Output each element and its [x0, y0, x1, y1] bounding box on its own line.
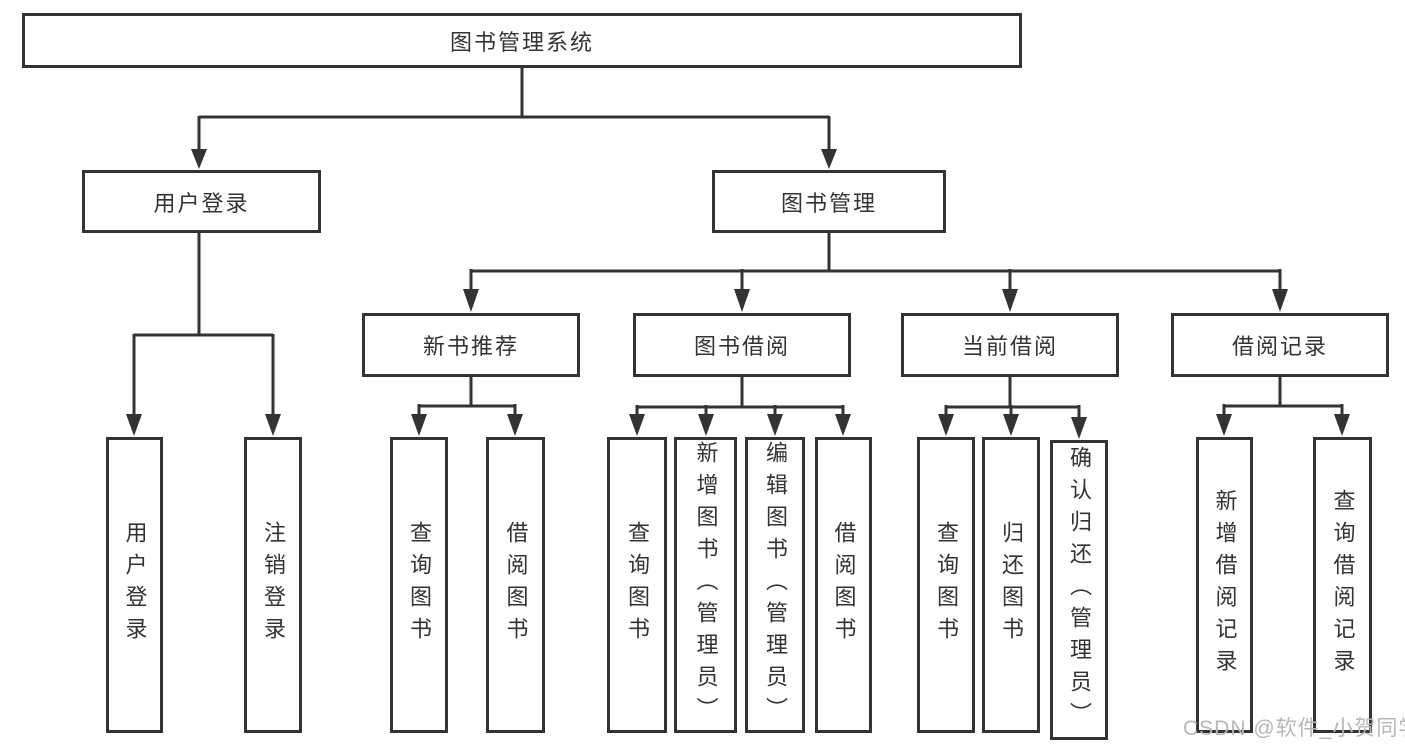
node-book-management: 图书管理: [712, 170, 946, 233]
node-new-book-recommend: 新书推荐: [362, 313, 580, 377]
node-user-login: 用户登录: [82, 170, 321, 233]
connector-borrowrecords-to-leaves: [1222, 377, 1344, 416]
node-bb-borrow-books-label: 借阅图书: [831, 521, 857, 649]
connector-bookmgmt-to-level3: [469, 233, 1282, 290]
connector-bookborrow-to-leaves: [635, 377, 845, 416]
node-user-login-label: 用户登录: [153, 190, 250, 216]
node-logout-label: 注销登录: [261, 521, 286, 649]
node-br-query-record: 查询借阅记录: [1313, 437, 1372, 733]
node-br-add-record-label: 新增借阅记录: [1212, 489, 1238, 681]
node-root: 图书管理系统: [22, 13, 1022, 68]
node-nb-query-books: 查询图书: [390, 437, 448, 733]
node-current-borrow: 当前借阅: [901, 313, 1119, 377]
node-cb-return-books: 归还图书: [982, 437, 1040, 733]
node-book-borrow-label: 图书借阅: [693, 334, 790, 359]
node-book-management-label: 图书管理: [780, 190, 877, 216]
node-nb-borrow-books: 借阅图书: [486, 437, 545, 733]
node-bb-add-books-admin-label: 新增图书（管理员）: [693, 441, 719, 729]
node-login-action-label: 用户登录: [122, 521, 148, 649]
node-br-add-record: 新增借阅记录: [1196, 437, 1253, 733]
node-bb-edit-books-admin-label: 编辑图书（管理员）: [763, 441, 788, 729]
node-current-borrow-label: 当前借阅: [961, 334, 1058, 359]
node-bb-borrow-books: 借阅图书: [815, 437, 872, 733]
node-new-book-recommend-label: 新书推荐: [422, 334, 519, 359]
csdn-watermark: CSDN @软件_小贺同学: [1183, 717, 1405, 740]
node-login-action: 用户登录: [106, 437, 163, 733]
node-cb-query-books: 查询图书: [917, 437, 975, 733]
node-br-query-record-label: 查询借阅记录: [1330, 489, 1356, 681]
node-cb-return-books-label: 归还图书: [999, 521, 1024, 649]
node-bb-query-books-label: 查询图书: [625, 521, 650, 649]
node-logout: 注销登录: [244, 437, 302, 733]
node-bb-edit-books-admin: 编辑图书（管理员）: [745, 437, 805, 733]
node-borrow-records: 借阅记录: [1171, 313, 1389, 377]
arrowheads: [126, 149, 1350, 439]
node-cb-confirm-return-admin: 确认归还（管理员）: [1050, 440, 1108, 740]
connector-currentborrow-to-leaves: [944, 377, 1081, 419]
connector-userlogin-to-leaves: [132, 233, 275, 418]
node-nb-borrow-books-label: 借阅图书: [503, 521, 529, 649]
connector-newbooks-to-leaves: [417, 377, 517, 416]
node-cb-query-books-label: 查询图书: [934, 521, 959, 649]
node-bb-add-books-admin: 新增图书（管理员）: [674, 437, 737, 733]
node-book-borrow: 图书借阅: [633, 313, 851, 377]
node-borrow-records-label: 借阅记录: [1231, 334, 1328, 359]
connector-root-to-level2: [197, 68, 831, 152]
node-bb-query-books: 查询图书: [607, 437, 667, 733]
node-nb-query-books-label: 查询图书: [407, 521, 432, 649]
node-cb-confirm-return-admin-label: 确认归还（管理员）: [1067, 446, 1092, 734]
node-root-label: 图书管理系统: [449, 29, 594, 55]
